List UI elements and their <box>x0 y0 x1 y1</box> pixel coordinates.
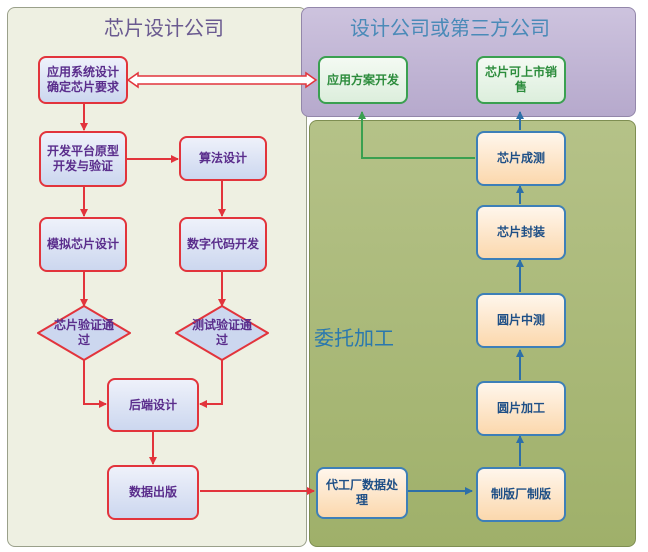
third-party-title: 设计公司或第三方公司 <box>350 16 550 40</box>
arrow-test-to-backend <box>199 360 223 408</box>
diamond-chip-verification <box>37 305 131 361</box>
node-app-solution-dev: 应用方案开发 <box>318 56 408 104</box>
arrow-final-to-solution <box>358 111 475 159</box>
diamond-test-verification <box>175 305 269 361</box>
node-backend-design: 后端设计 <box>107 378 199 432</box>
node-analog-chip-design: 模拟芯片设计 <box>39 217 127 272</box>
node-wafer-processing: 圆片加工 <box>476 381 566 436</box>
outsourced-title: 委托加工 <box>314 326 394 350</box>
node-algorithm-design: 算法设计 <box>179 136 267 181</box>
node-chip-verification: 芯片验证通过 <box>53 318 114 347</box>
node-wafer-test: 圆片中测 <box>476 293 566 348</box>
node-chip-final-test: 芯片成测 <box>476 131 566 186</box>
node-data-tapeout: 数据出版 <box>107 465 199 520</box>
node-dev-platform: 开发平台原型开发与验证 <box>39 131 127 187</box>
double-arrow-app-to-solution <box>126 71 318 89</box>
design-company-title: 芯片设计公司 <box>104 16 224 40</box>
node-chip-packaging: 芯片封装 <box>476 205 566 260</box>
node-test-verification: 测试验证通过 <box>191 318 252 347</box>
node-foundry-data-processing: 代工厂数据处理 <box>316 467 408 519</box>
arrow-verify-to-backend <box>83 360 107 408</box>
node-chip-market: 芯片可上市销售 <box>476 56 566 104</box>
node-app-system-design: 应用系统设计确定芯片要求 <box>38 56 128 104</box>
node-mask-making: 制版厂制版 <box>476 467 566 522</box>
node-digital-code-dev: 数字代码开发 <box>179 217 267 272</box>
